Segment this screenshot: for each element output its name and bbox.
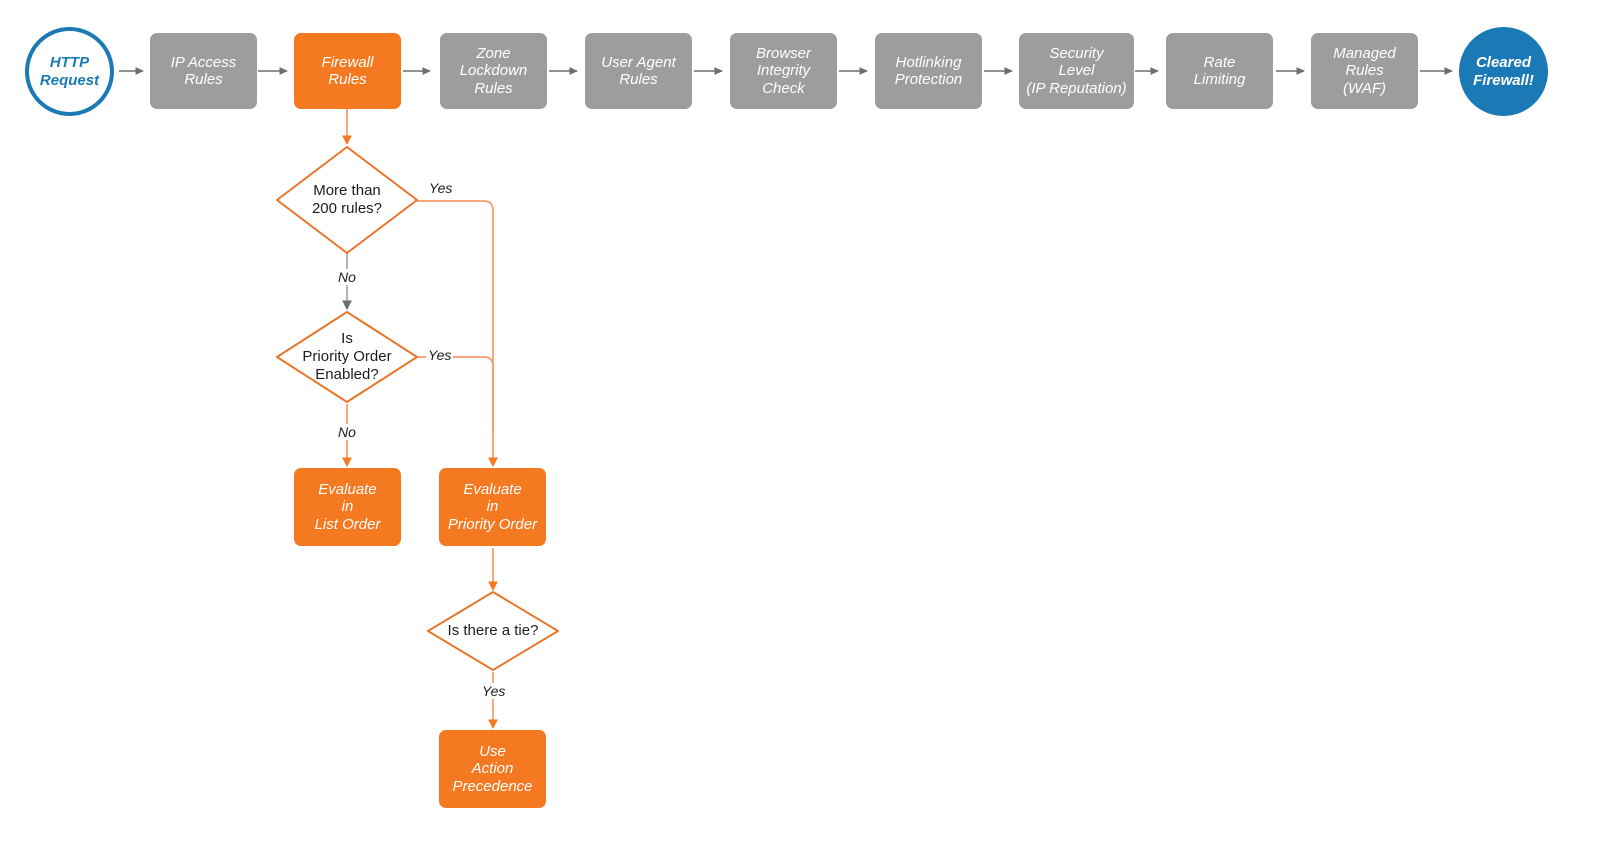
node-firewall-rules[interactable]: Firewall Rules <box>294 33 401 109</box>
node-user-agent-rules[interactable]: User Agent Rules <box>585 33 692 109</box>
decision-is-there-a-tie[interactable]: Is there a tie? <box>428 592 558 670</box>
node-hotlinking-protection[interactable]: Hotlinking Protection <box>875 33 982 109</box>
edge-label-yes-more-than-200-rules: Yes <box>427 180 455 196</box>
decision-is-there-a-tie-label: Is there a tie? <box>447 622 539 640</box>
edge-label-yes-is-priority-order-enabled: Yes <box>426 347 454 363</box>
edge-label-no-more-than-200-rules: No <box>336 269 358 285</box>
node-http-request[interactable]: HTTP Request <box>25 27 114 116</box>
edge-label-no-is-priority-order-enabled: No <box>336 424 358 440</box>
node-evaluate-in-list-order[interactable]: Evaluate in List Order <box>294 468 401 546</box>
node-zone-lockdown-rules[interactable]: Zone Lockdown Rules <box>440 33 547 109</box>
edge-label-yes-is-there-a-tie: Yes <box>480 683 508 699</box>
node-browser-integrity-check[interactable]: Browser Integrity Check <box>730 33 837 109</box>
node-managed-rules-waf[interactable]: Managed Rules (WAF) <box>1311 33 1418 109</box>
node-rate-limiting[interactable]: Rate Limiting <box>1166 33 1273 109</box>
decision-is-priority-order-enabled-label: Is Priority Order Enabled? <box>302 330 392 383</box>
node-ip-access-rules[interactable]: IP Access Rules <box>150 33 257 109</box>
decision-is-priority-order-enabled[interactable]: Is Priority Order Enabled? <box>277 312 417 402</box>
node-security-level[interactable]: Security Level (IP Reputation) <box>1019 33 1134 109</box>
decision-more-than-200-rules[interactable]: More than 200 rules? <box>277 147 417 253</box>
node-cleared-firewall[interactable]: Cleared Firewall! <box>1459 27 1548 116</box>
decision-more-than-200-rules-label: More than 200 rules? <box>311 182 383 217</box>
node-evaluate-in-priority-order[interactable]: Evaluate in Priority Order <box>439 468 546 546</box>
node-use-action-precedence[interactable]: Use Action Precedence <box>439 730 546 808</box>
